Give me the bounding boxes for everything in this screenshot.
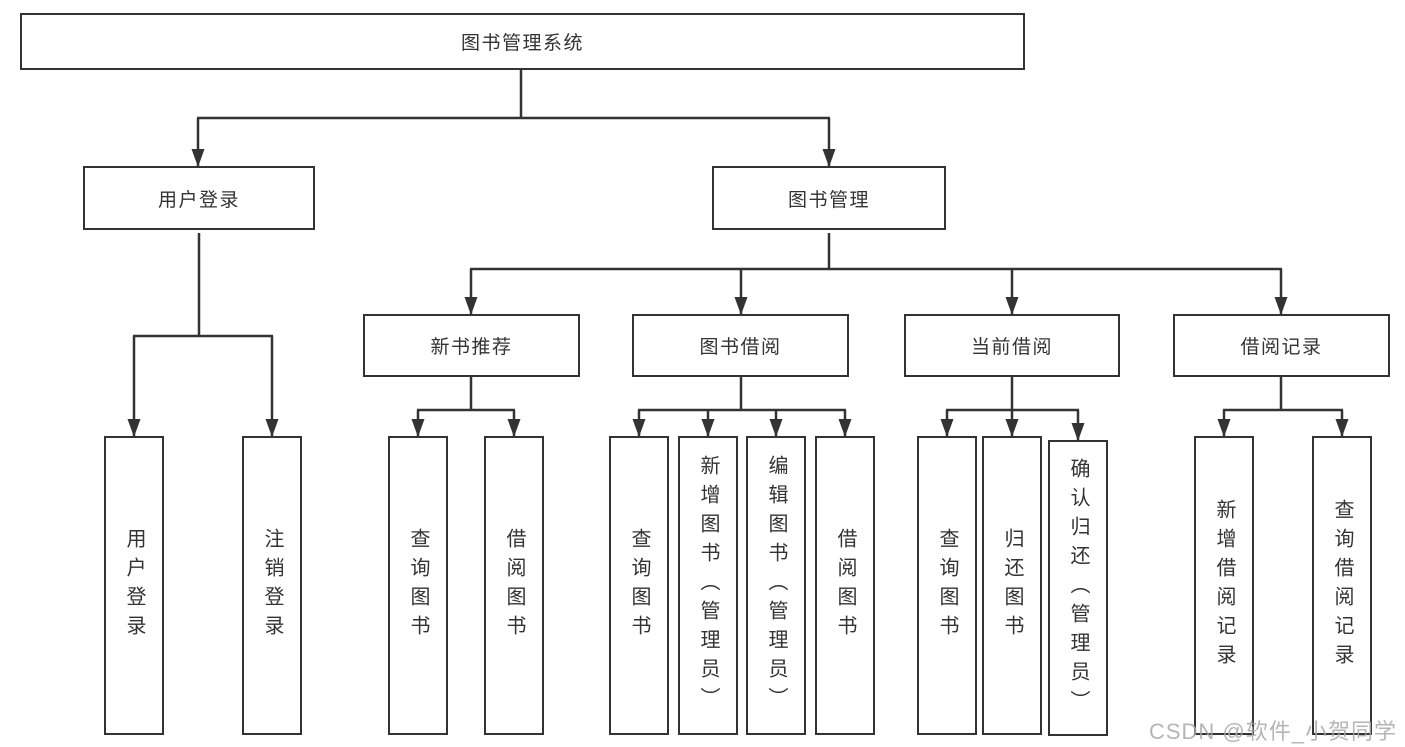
leaf-edit-books-admin-label: 编辑图书（管理员） xyxy=(765,455,787,716)
leaf-query-borrow-record: 查询借阅记录 xyxy=(1312,436,1372,735)
node-user-login-label: 用户登录 xyxy=(157,189,240,211)
leaf-logout-label: 注销登录 xyxy=(261,527,283,644)
leaf-query-books-1-label: 查询图书 xyxy=(407,527,429,644)
leaf-query-books-2-label: 查询图书 xyxy=(628,527,650,644)
leaf-add-borrow-record-label: 新增借阅记录 xyxy=(1213,498,1235,673)
leaf-user-login-label: 用户登录 xyxy=(123,527,145,644)
node-current-borrow-label: 当前借阅 xyxy=(970,337,1053,358)
node-book-borrow-label: 图书借阅 xyxy=(699,337,782,358)
node-new-book-recommend-label: 新书推荐 xyxy=(430,337,513,358)
node-root: 图书管理系统 xyxy=(20,13,1025,70)
leaf-edit-books-admin: 编辑图书（管理员） xyxy=(746,436,806,735)
leaf-return-books: 归还图书 xyxy=(982,436,1042,735)
leaf-add-books-admin: 新增图书（管理员） xyxy=(678,436,738,735)
leaf-confirm-return-admin-label: 确认归还（管理员） xyxy=(1067,457,1089,719)
leaf-borrow-books-1: 借阅图书 xyxy=(484,436,544,735)
leaf-add-borrow-record: 新增借阅记录 xyxy=(1194,436,1254,735)
branch-skeleton xyxy=(133,70,1343,412)
leaf-query-books-3-label: 查询图书 xyxy=(936,527,958,644)
leaf-query-books-2: 查询图书 xyxy=(609,436,669,735)
leaf-user-login: 用户登录 xyxy=(104,436,164,735)
leaf-borrow-books-1-label: 借阅图书 xyxy=(503,527,525,644)
node-book-management: 图书管理 xyxy=(712,166,946,230)
leaf-confirm-return-admin: 确认归还（管理员） xyxy=(1048,440,1108,736)
leaf-logout: 注销登录 xyxy=(242,436,302,735)
leaf-query-books-3: 查询图书 xyxy=(917,436,977,735)
leaf-query-borrow-record-label: 查询借阅记录 xyxy=(1331,498,1353,673)
node-current-borrow: 当前借阅 xyxy=(904,314,1120,377)
node-borrow-records: 借阅记录 xyxy=(1173,314,1390,377)
leaf-borrow-books-2-label: 借阅图书 xyxy=(834,527,856,644)
node-user-login: 用户登录 xyxy=(83,166,315,230)
node-book-borrow: 图书借阅 xyxy=(632,314,849,377)
leaf-return-books-label: 归还图书 xyxy=(1001,527,1023,644)
node-root-label: 图书管理系统 xyxy=(460,33,584,54)
leaf-borrow-books-2: 借阅图书 xyxy=(815,436,875,735)
node-new-book-recommend: 新书推荐 xyxy=(363,314,580,377)
leaf-add-books-admin-label: 新增图书（管理员） xyxy=(697,455,719,716)
node-borrow-records-label: 借阅记录 xyxy=(1240,337,1323,358)
node-book-management-label: 图书管理 xyxy=(787,189,870,211)
csdn-watermark: CSDN @软件_小贺同学 xyxy=(1148,719,1397,744)
leaf-query-books-1: 查询图书 xyxy=(388,436,448,735)
